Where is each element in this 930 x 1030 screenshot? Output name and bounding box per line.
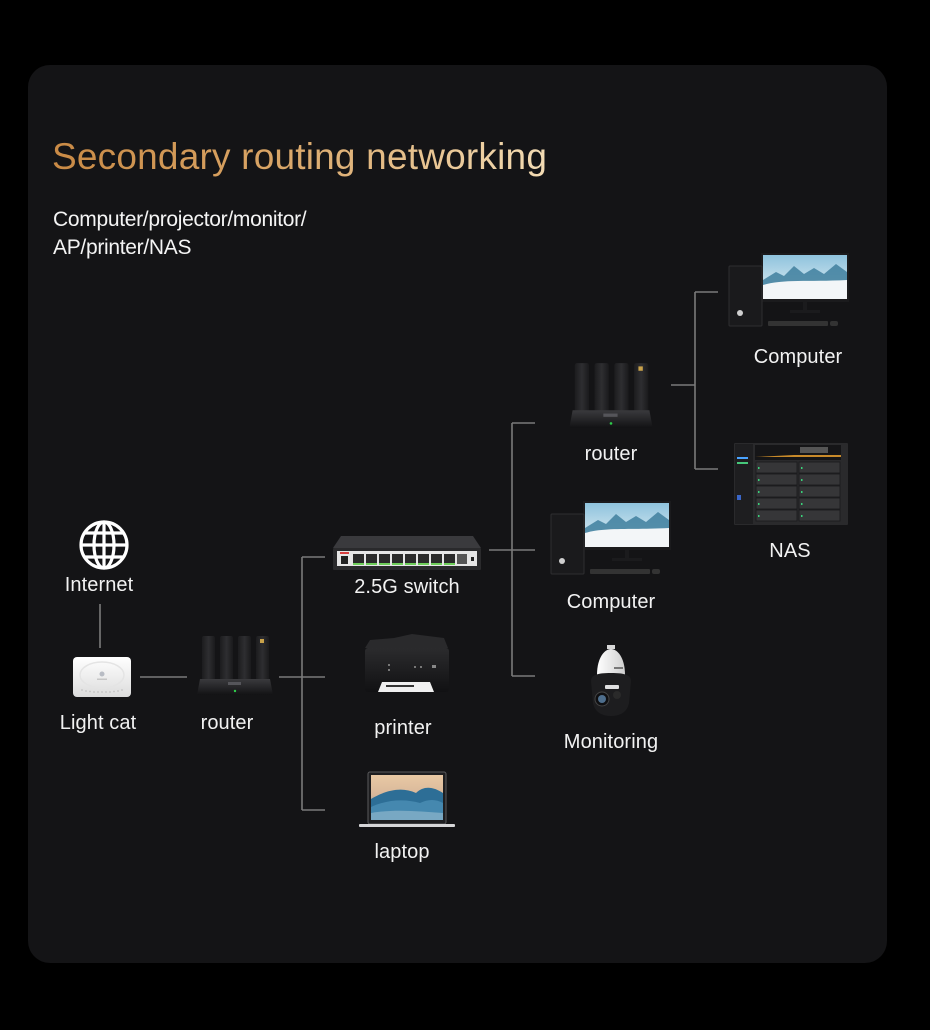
light-cat-label: Light cat	[59, 712, 137, 734]
desktop-computer-icon	[728, 253, 849, 327]
internet-label: Internet	[64, 574, 134, 596]
nas-icon	[734, 443, 848, 525]
monitoring-label: Monitoring	[563, 731, 659, 753]
router-icon	[197, 636, 273, 695]
printer-icon	[365, 634, 449, 692]
globe-icon	[79, 520, 129, 570]
network-switch-icon	[333, 536, 481, 570]
router-secondary-label: router	[584, 443, 638, 465]
computer-2-label: Computer	[753, 346, 843, 368]
nas-label: NAS	[769, 540, 811, 562]
printer-label: printer	[374, 717, 432, 739]
security-camera-icon	[591, 645, 631, 716]
subtitle-line-1: Computer/projector/monitor/	[53, 208, 307, 231]
router-main-label: router	[200, 712, 254, 734]
switch-label: 2.5G switch	[354, 576, 460, 598]
computer-1-label: Computer	[566, 591, 656, 613]
router-icon	[569, 363, 653, 428]
laptop-icon	[359, 771, 455, 827]
page-title: Secondary routing networking	[52, 136, 548, 177]
subtitle-line-2: AP/printer/NAS	[53, 236, 192, 259]
optical-modem-icon	[73, 657, 131, 697]
laptop-label: laptop	[374, 841, 430, 863]
subtitle: Computer/projector/monitor/ AP/printer/N…	[53, 206, 307, 262]
desktop-computer-icon	[550, 501, 671, 575]
